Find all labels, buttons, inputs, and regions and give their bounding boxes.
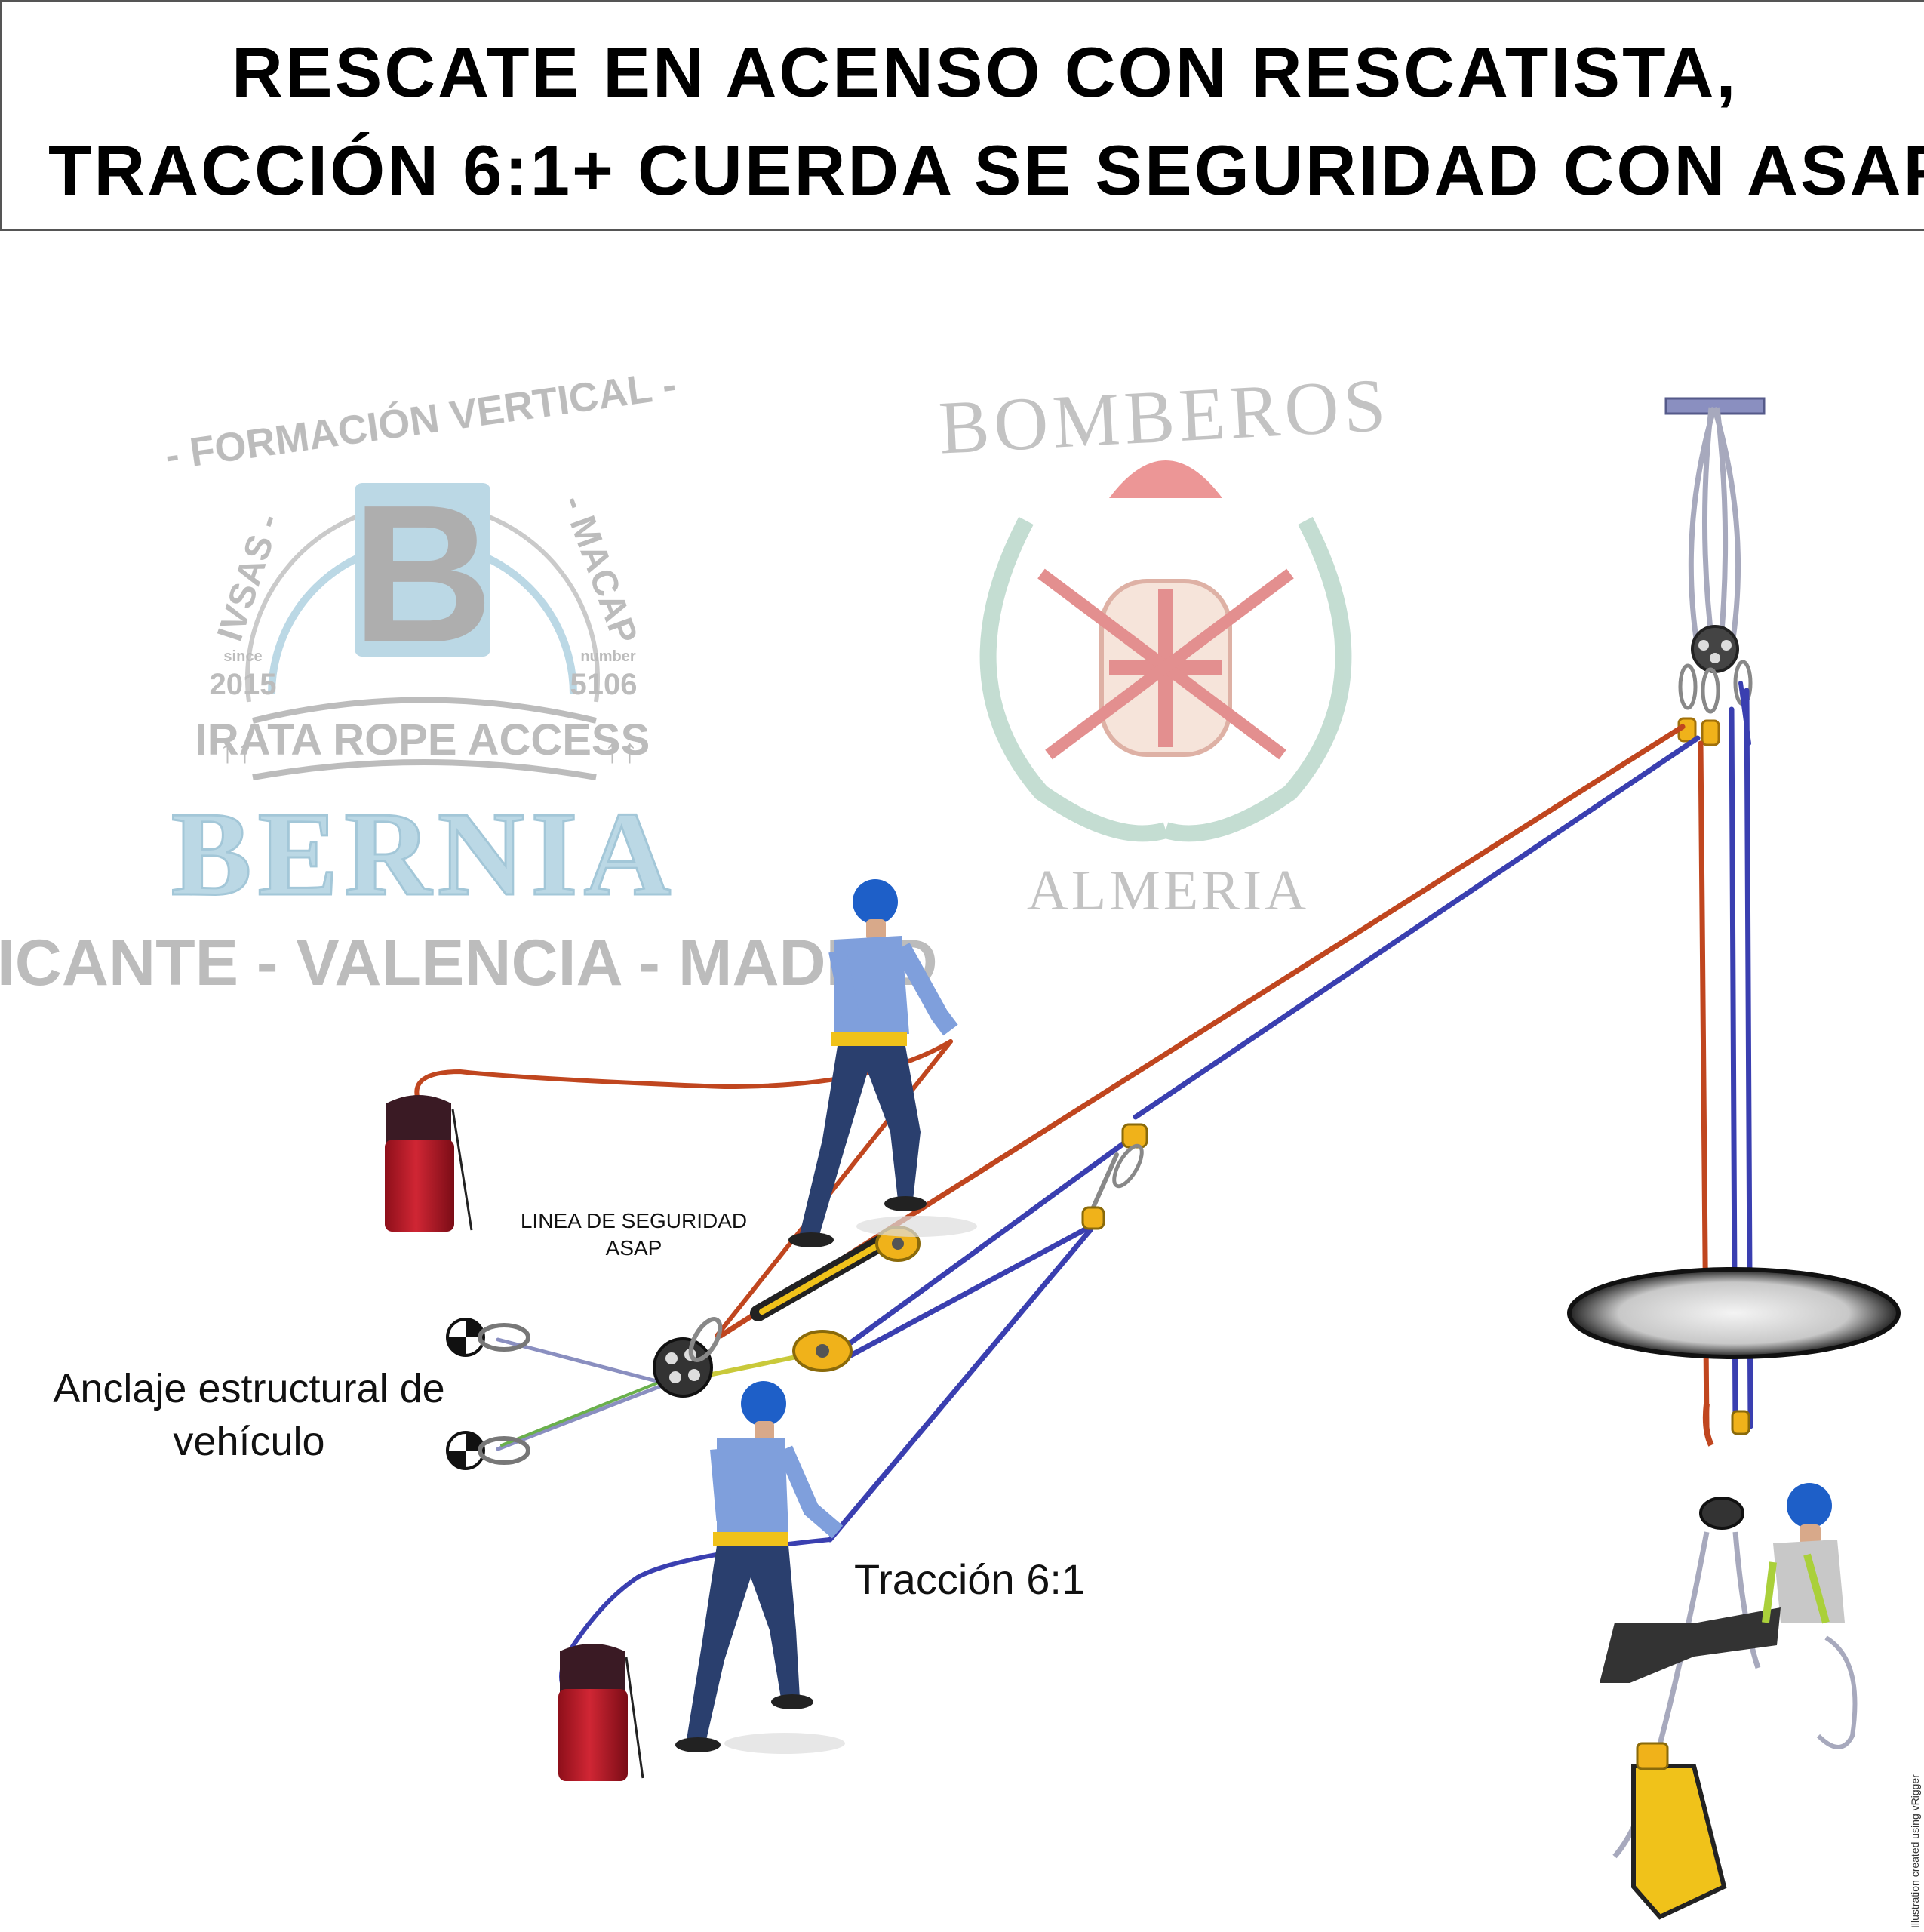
bomberos-top-text: BOMBEROS — [937, 362, 1392, 469]
title-line-2: TRACCIÓN 6:1+ CUERDA SE SEGURIDAD CON AS… — [48, 131, 1924, 210]
bernia-letter: B — [352, 465, 493, 684]
top-anchor — [1664, 397, 1766, 746]
credit-text: Illustration created using vRigger — [1909, 1774, 1921, 1928]
helmet — [1787, 1483, 1832, 1528]
carabiner — [1701, 667, 1720, 714]
main-rigging-plate — [653, 1317, 723, 1398]
shirt — [717, 1438, 788, 1532]
carabiner — [478, 1436, 530, 1465]
pulley — [1701, 719, 1720, 746]
anchor-sling — [496, 1383, 666, 1451]
bernia-banner: IRATA ROPE ACCESS — [195, 715, 650, 764]
rope-bag-red — [385, 1095, 473, 1232]
helmet — [853, 879, 898, 924]
blue-rope-strand — [842, 1220, 1101, 1361]
shirt — [1773, 1540, 1845, 1623]
rescue-seat — [1631, 1764, 1727, 1920]
bernia-watermark: B - FORMACIÓN VERTICAL - IVSAS - - MACAP… — [0, 362, 938, 999]
helmet — [741, 1381, 786, 1426]
bernia-arc-text: - FORMACIÓN VERTICAL - — [162, 362, 679, 478]
rigging-plate-top — [1691, 625, 1739, 673]
helmet-emblem — [1109, 460, 1222, 498]
bernia-arrows-right: ↑↑ — [604, 731, 638, 770]
rescuer-safety-line — [788, 879, 977, 1247]
bomberos-watermark: BOMBEROS ALMERIA — [937, 362, 1392, 922]
label-traction: Tracción 6:1 — [854, 1555, 1086, 1603]
blue-rope-strand — [816, 1129, 1142, 1369]
bomberos-bottom-text: ALMERIA — [1027, 859, 1309, 922]
title-box: RESCATE EN ACENSO CON RESCATISTA, TRACCI… — [0, 0, 1924, 231]
bernia-left-arc: IVSAS - — [210, 509, 288, 646]
pants — [800, 1046, 921, 1238]
pants — [1600, 1607, 1781, 1683]
label-safety-line-2: ASAP — [605, 1236, 662, 1260]
rigging-plate-lower — [1699, 1497, 1744, 1530]
label-anchor-2: vehículo — [173, 1419, 325, 1464]
bernia-cities: ALICANTE - VALENCIA - MADRID — [0, 927, 938, 999]
label-anchor-1: Anclaje estructural de — [53, 1366, 445, 1411]
rescuer-hauler — [675, 1381, 845, 1754]
bernia-number-value: 5106 — [570, 668, 638, 701]
bernia-number-label: number — [580, 648, 636, 665]
suspended-rescuer — [1600, 1403, 1858, 1920]
carabiner — [1678, 663, 1698, 710]
carabiner — [478, 1323, 530, 1352]
anchor-point-upper — [446, 1318, 530, 1357]
label-safety-line-1: LINEA DE SEGURIDAD — [520, 1209, 748, 1232]
rope-bag-blue — [558, 1644, 644, 1781]
blue-rope-diagonal — [1133, 735, 1701, 1120]
blue-rope-strand — [827, 1227, 1093, 1543]
bernia-name: BERNIA — [171, 786, 677, 921]
bernia-arrows-left: ↑↑ — [219, 731, 254, 770]
sling — [1714, 407, 1729, 650]
pants — [687, 1546, 800, 1743]
bernia-since-label: since — [223, 648, 262, 665]
progress-capture-pulley — [1081, 1123, 1148, 1230]
bernia-since-year: 2015 — [210, 668, 277, 701]
title-line-1: RESCATE EN ACENSO CON RESCATISTA, — [232, 32, 1738, 112]
access-hole — [1567, 1267, 1901, 1359]
rope-clamp-device — [792, 1330, 853, 1372]
label-anchor: Anclaje estructural de vehículo — [15, 1362, 483, 1468]
sling — [1702, 407, 1716, 650]
label-safety-line: LINEA DE SEGURIDAD ASAP — [483, 1208, 785, 1262]
anchor-point-lower — [446, 1431, 530, 1470]
bernia-right-arc: - MACAP — [555, 490, 645, 649]
